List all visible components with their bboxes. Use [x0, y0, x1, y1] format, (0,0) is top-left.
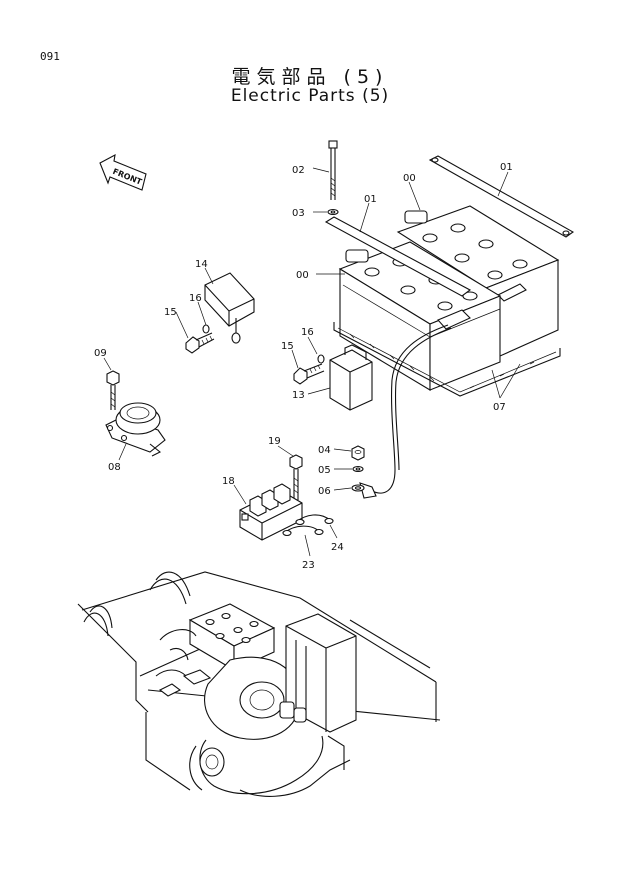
bolt-19	[289, 454, 303, 500]
washer-05	[352, 465, 364, 473]
regulator-13	[329, 344, 373, 411]
callout-18: 18	[222, 476, 235, 487]
callout-09: 09	[94, 348, 107, 359]
callout-16-left: 16	[189, 293, 202, 304]
callout-14: 14	[195, 259, 208, 270]
jumper-23	[282, 525, 324, 537]
battery-bar-01-lower	[324, 216, 472, 297]
callout-15-left: 15	[164, 307, 177, 318]
callout-13: 13	[292, 390, 305, 401]
bolt-15-right	[293, 363, 325, 385]
callout-05: 05	[318, 465, 331, 476]
horn-08	[105, 402, 166, 457]
callout-01-lower: 01	[364, 194, 377, 205]
nut-04	[351, 445, 365, 461]
hold-bolt-02	[327, 140, 339, 216]
bolt-15-left	[185, 332, 215, 354]
callout-00-front: 00	[296, 270, 309, 281]
callout-03: 03	[292, 208, 305, 219]
washer-16-right	[317, 354, 325, 364]
callout-24: 24	[331, 542, 344, 553]
washer-16-left	[202, 324, 210, 334]
callout-00-rear: 00	[403, 173, 416, 184]
front-arrow-icon: FRONT	[99, 153, 147, 191]
battery-tray-07	[333, 322, 561, 397]
callout-08: 08	[108, 462, 121, 473]
battery-bar-01-upper	[428, 155, 575, 238]
terminal-block-18	[239, 483, 303, 541]
callout-04: 04	[318, 445, 331, 456]
jumper-24	[295, 514, 334, 526]
page-title-japanese: 電気部品 (5)	[231, 66, 389, 88]
callout-01-upper: 01	[500, 162, 513, 173]
callout-19: 19	[268, 436, 281, 447]
callout-23: 23	[302, 560, 315, 571]
callout-06: 06	[318, 486, 331, 497]
washer-06	[351, 484, 365, 492]
callout-07: 07	[493, 402, 506, 413]
callout-15-right: 15	[281, 341, 294, 352]
machine-location-view	[77, 571, 441, 797]
leader-lines	[103, 167, 521, 557]
page-number: 091	[40, 50, 60, 63]
callout-16-right: 16	[301, 327, 314, 338]
bolt-09	[106, 370, 120, 410]
callout-02: 02	[292, 165, 305, 176]
battery-rear-00	[396, 205, 560, 357]
relay-14	[204, 272, 255, 344]
page-title-english: Electric Parts (5)	[230, 86, 390, 106]
